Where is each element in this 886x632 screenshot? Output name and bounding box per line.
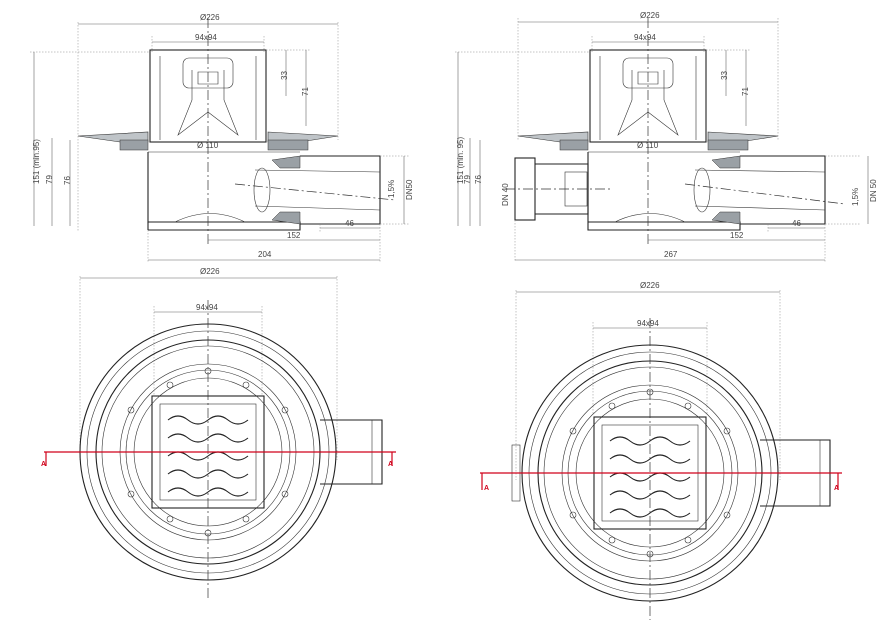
dim-diameter-outer: Ø226	[200, 267, 220, 276]
dim-diameter-outer: Ø226	[640, 11, 660, 20]
dim-grate: 94x94	[196, 303, 218, 312]
dim-grate: 94x94	[637, 319, 659, 328]
dim-152: 152	[730, 231, 744, 240]
dim-diameter-outer: Ø226	[200, 13, 220, 22]
dim-grate: 94x94	[634, 33, 656, 42]
dim-33: 33	[280, 71, 289, 80]
dim-151: 151 (min.95)	[32, 139, 41, 184]
dim-dn50: DN 50	[869, 179, 878, 202]
dim-46: 46	[792, 219, 801, 228]
dim-slope: 1,5%	[851, 188, 860, 206]
dim-76: 76	[474, 175, 483, 184]
grate-wave-pattern	[167, 415, 249, 497]
screw-holes	[569, 388, 731, 558]
right-side-view: Ø226 94x94 33 71 151 (min. 95) 79 76 DN …	[455, 11, 878, 262]
dim-33: 33	[720, 71, 729, 80]
dim-dn40: DN 40	[501, 183, 510, 206]
section-label-left: A	[41, 461, 46, 468]
dim-76: 76	[63, 176, 72, 185]
section-label-right: A	[388, 461, 393, 468]
dim-slope: 1,5%	[387, 180, 396, 198]
left-side-view: Ø226 94x94 33 71 151 (min.95) 79 76	[30, 13, 414, 262]
dim-79: 79	[45, 175, 54, 184]
dim-71: 71	[741, 87, 750, 96]
section-label-left: A	[484, 485, 489, 492]
dim-46: 46	[345, 219, 354, 228]
dim-152: 152	[287, 231, 301, 240]
dim-diameter-outer: Ø226	[640, 281, 660, 290]
left-top-view: Ø226 94x94	[41, 267, 396, 600]
dim-grate: 94x94	[195, 33, 217, 42]
right-top-view: Ø226 94x94	[480, 281, 842, 620]
dim-dn50: DN50	[405, 179, 414, 200]
dim-79: 79	[463, 175, 472, 184]
dim-151: 151 (min. 95)	[456, 137, 465, 184]
section-label-right: A	[834, 485, 839, 492]
dim-267: 267	[664, 250, 678, 259]
dim-71: 71	[301, 87, 310, 96]
dim-204: 204	[258, 250, 272, 259]
